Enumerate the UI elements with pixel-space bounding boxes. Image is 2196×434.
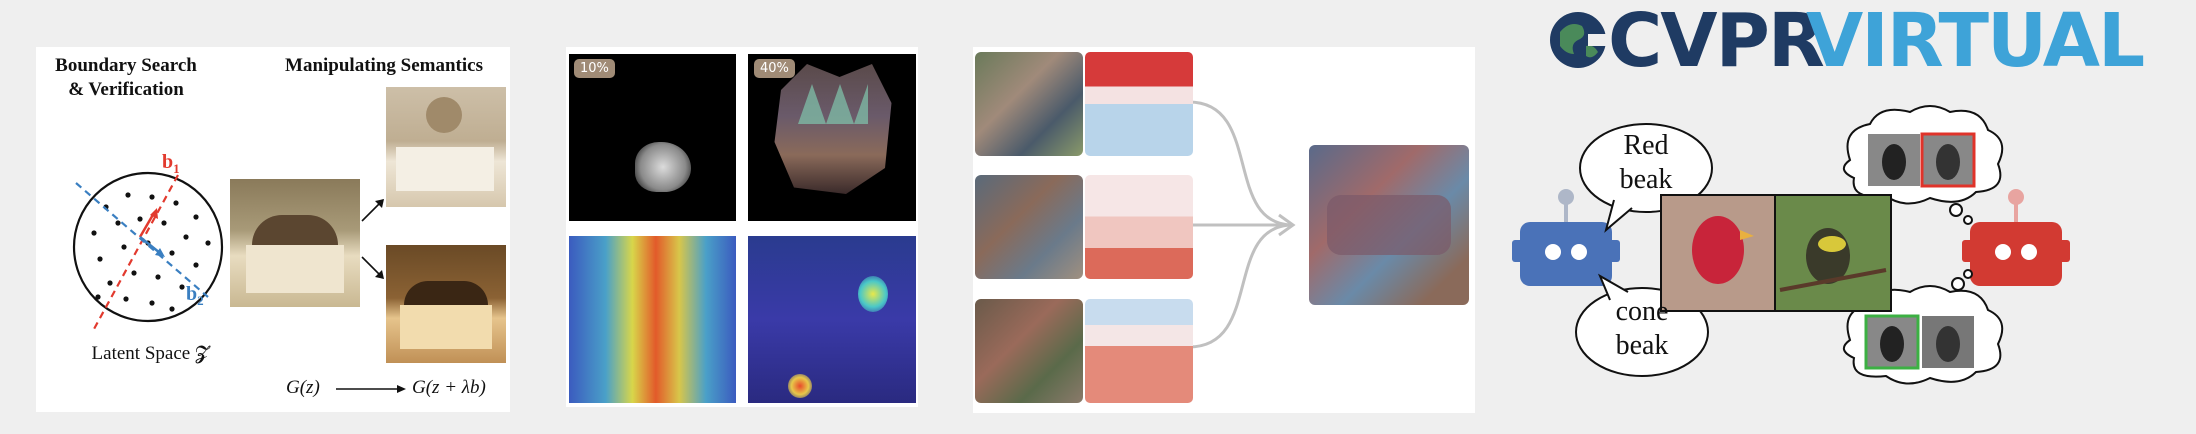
car-image-2 [975, 175, 1083, 279]
logo-text-cvpr: CVPR [1608, 0, 1825, 84]
activation-strip-3 [1085, 299, 1193, 403]
globe-icon [1550, 12, 1608, 68]
figure-robot-dialogue: Red beak cone beak [1510, 100, 2196, 434]
activation-strip-2 [1085, 175, 1193, 279]
merge-arrows [1188, 100, 1296, 349]
bedroom-result-bottom [386, 245, 506, 363]
car-image-3 [975, 299, 1083, 403]
boundary-title-line2: & Verification [68, 79, 184, 100]
b2-label: b2 [186, 283, 204, 308]
bedroom-source-image [230, 179, 360, 307]
heatmap-image-1 [569, 236, 736, 403]
bubble-text-red-line1: Red [1623, 130, 1669, 161]
bubble-text-cone-line2: beak [1615, 330, 1669, 361]
heatmap-image-2 [748, 236, 916, 403]
figure-feature-combination [973, 47, 1475, 413]
figure-saliency-grid: 10% 40% [566, 47, 918, 407]
formula-left: G(z) [286, 377, 320, 398]
percent-badge-40: 40% [754, 59, 795, 78]
bubble-text-cone-line1: cone [1615, 296, 1669, 327]
activation-strip-1 [1085, 52, 1193, 156]
manipulating-title: Manipulating Semantics [285, 55, 483, 76]
latent-space-diagram [72, 171, 406, 393]
boundary-title-line1: Boundary Search [55, 55, 197, 76]
robot-left-icon [1512, 189, 1620, 286]
robot-dialogue-art [1512, 105, 2070, 385]
mask-image-1 [569, 54, 736, 221]
formula-right: G(z + λb) [412, 377, 486, 398]
bedroom-result-top [386, 87, 506, 207]
figure-boundary-search: Boundary Search & Verification Manipulat… [36, 47, 510, 412]
mask-image-2 [748, 54, 916, 221]
b1-label: b1 [162, 151, 180, 176]
car-image-1 [975, 52, 1083, 156]
latent-space-label: Latent Space 𝓩 [91, 343, 209, 364]
cvpr-virtual-logo: CVPR VIRTUAL [1544, 0, 2184, 84]
bubble-text-red-line2: beak [1619, 164, 1673, 195]
logo-text-virtual: VIRTUAL [1806, 0, 2145, 84]
robot-right-icon [1962, 189, 2070, 286]
percent-badge-10: 10% [574, 59, 615, 78]
combined-car-image [1309, 145, 1469, 305]
